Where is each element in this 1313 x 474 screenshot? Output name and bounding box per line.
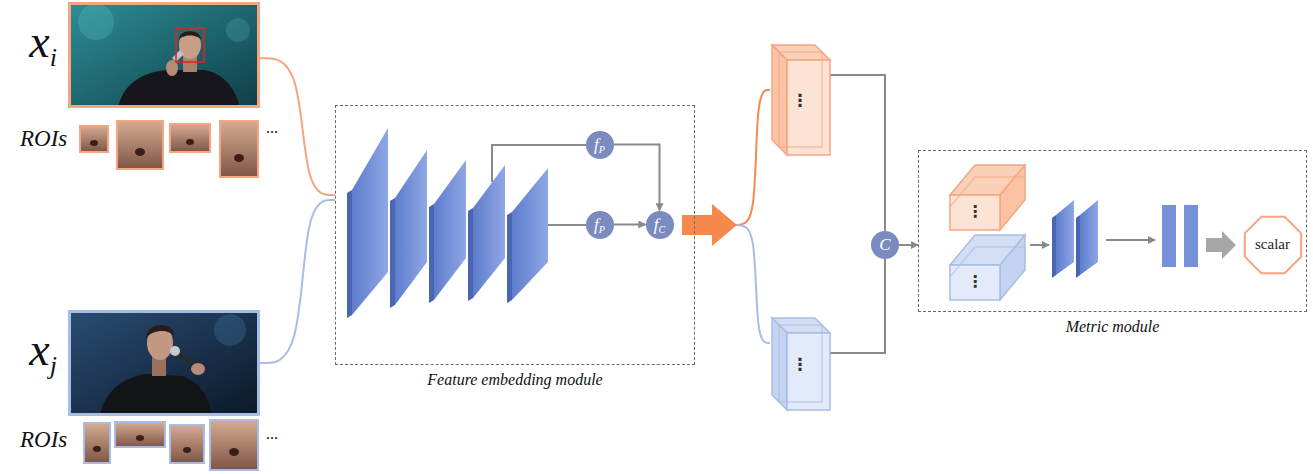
connector bbox=[614, 145, 660, 211]
operator-circle: fP bbox=[586, 131, 614, 159]
text-group: fP bbox=[594, 215, 605, 235]
text-group: C bbox=[879, 235, 890, 255]
variable-label: x bbox=[29, 16, 49, 67]
text-group: scalar bbox=[1255, 236, 1290, 253]
score-arrow bbox=[1206, 231, 1236, 259]
fc-layers bbox=[1162, 205, 1198, 267]
operator-label: f bbox=[654, 215, 659, 234]
text-group: ⋮ bbox=[792, 90, 809, 110]
ellipsis-mark: ⋮ bbox=[792, 90, 809, 110]
metric-arrow bbox=[1106, 239, 1155, 241]
text-group: Feature embedding module bbox=[427, 371, 602, 389]
metric-arrow bbox=[1030, 244, 1049, 246]
variable-label: x bbox=[29, 324, 49, 375]
text-holder: scalar bbox=[1241, 213, 1305, 277]
text-group: fC bbox=[654, 215, 665, 235]
roi-label: ROIs bbox=[20, 127, 67, 150]
metric-conv-layers bbox=[1052, 200, 1098, 278]
text-group: xj bbox=[29, 327, 57, 373]
connector bbox=[695, 225, 770, 343]
output-arrow bbox=[682, 204, 737, 246]
connector bbox=[614, 224, 646, 226]
ellipsis-mark: ⋮ bbox=[967, 204, 983, 220]
roi-thumbnails-xi bbox=[80, 121, 258, 177]
operator-label: f bbox=[594, 215, 599, 234]
text-group: ⋮ bbox=[792, 354, 809, 374]
ellipsis-mark: ... bbox=[266, 426, 278, 442]
text-holder: fP bbox=[586, 131, 614, 159]
input-image: xi bbox=[68, 2, 260, 108]
stacked-maps bbox=[950, 165, 1025, 300]
photo-xi bbox=[68, 2, 260, 108]
ellipsis-mark: ⋮ bbox=[792, 354, 809, 374]
connector bbox=[260, 58, 335, 195]
connector bbox=[899, 244, 918, 246]
operator-circle: C bbox=[871, 231, 899, 259]
operator-circle: fP bbox=[586, 211, 614, 239]
output-label: scalar bbox=[1255, 236, 1290, 252]
text-holder: Metric module bbox=[919, 318, 1306, 336]
conv-layers bbox=[347, 128, 548, 318]
connector bbox=[830, 75, 885, 231]
text-holder: xj bbox=[29, 327, 57, 373]
text-holder: ⋮ bbox=[770, 45, 830, 155]
input-image: xj bbox=[68, 310, 260, 416]
ellipsis-mark: ... bbox=[266, 120, 278, 136]
connector bbox=[260, 200, 335, 363]
octagon-outline bbox=[1244, 216, 1300, 272]
roi-thumbnails-xj bbox=[84, 420, 258, 470]
text-holder: xi bbox=[29, 19, 57, 65]
skip-lines bbox=[492, 145, 586, 225]
operator-label: P bbox=[599, 224, 605, 235]
text-group: xi bbox=[29, 19, 57, 65]
feature-maps-xi bbox=[772, 45, 830, 155]
operator-circle: fC bbox=[646, 211, 674, 239]
feature-maps-xj bbox=[772, 318, 830, 410]
module-title: Feature embedding module bbox=[427, 371, 602, 388]
variable-label: i bbox=[50, 43, 57, 72]
connector bbox=[695, 90, 770, 225]
operator-label: C bbox=[879, 235, 890, 254]
operator-label: f bbox=[594, 135, 599, 154]
feature-map-stack: ⋮ bbox=[770, 45, 830, 155]
variable-label: j bbox=[50, 351, 57, 380]
module-box: Feature embedding modulefPfPfC bbox=[335, 105, 695, 365]
output-octagon: scalar bbox=[1241, 213, 1305, 277]
roi-label: ROIs bbox=[20, 428, 67, 451]
text-group: Metric module bbox=[1066, 318, 1160, 336]
text-holder: Feature embedding module bbox=[336, 371, 694, 389]
operator-label: P bbox=[599, 144, 605, 155]
operator-label: C bbox=[659, 224, 666, 235]
feature-map-stack: ⋮ bbox=[770, 318, 830, 410]
text-group: fP bbox=[594, 135, 605, 155]
photo-xj bbox=[68, 310, 260, 416]
text-holder: fP bbox=[586, 211, 614, 239]
connector bbox=[830, 259, 885, 353]
text-holder: C bbox=[871, 231, 899, 259]
text-holder: ⋮ bbox=[770, 318, 830, 410]
module-title: Metric module bbox=[1066, 318, 1160, 335]
text-holder: fC bbox=[646, 211, 674, 239]
ellipsis-mark: ⋮ bbox=[967, 274, 983, 290]
